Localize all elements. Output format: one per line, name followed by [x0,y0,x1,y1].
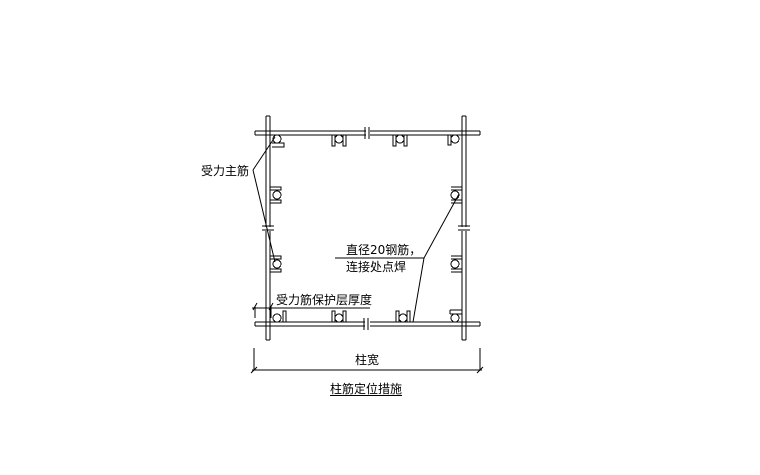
top-positioning-bar [254,127,481,139]
welded-bar-label-line2: 连接处点焊 [346,260,407,274]
right-positioning-bar [458,115,470,341]
welded-bar-label-line1: 直径20钢筋， [346,243,422,257]
cover-thickness-label: 受力筋保护层厚度 [276,293,373,307]
left-positioning-bar [262,115,274,341]
diagram-title: 柱筋定位措施 [330,382,403,396]
bottom-positioning-bar [254,318,481,330]
main-rebars [270,134,463,323]
leader-lines [252,136,460,323]
main-rebar-label: 受力主筋 [201,164,250,178]
column-width-dimension [250,348,484,374]
column-width-label: 柱宽 [355,353,380,367]
cover-dimension [252,302,275,318]
